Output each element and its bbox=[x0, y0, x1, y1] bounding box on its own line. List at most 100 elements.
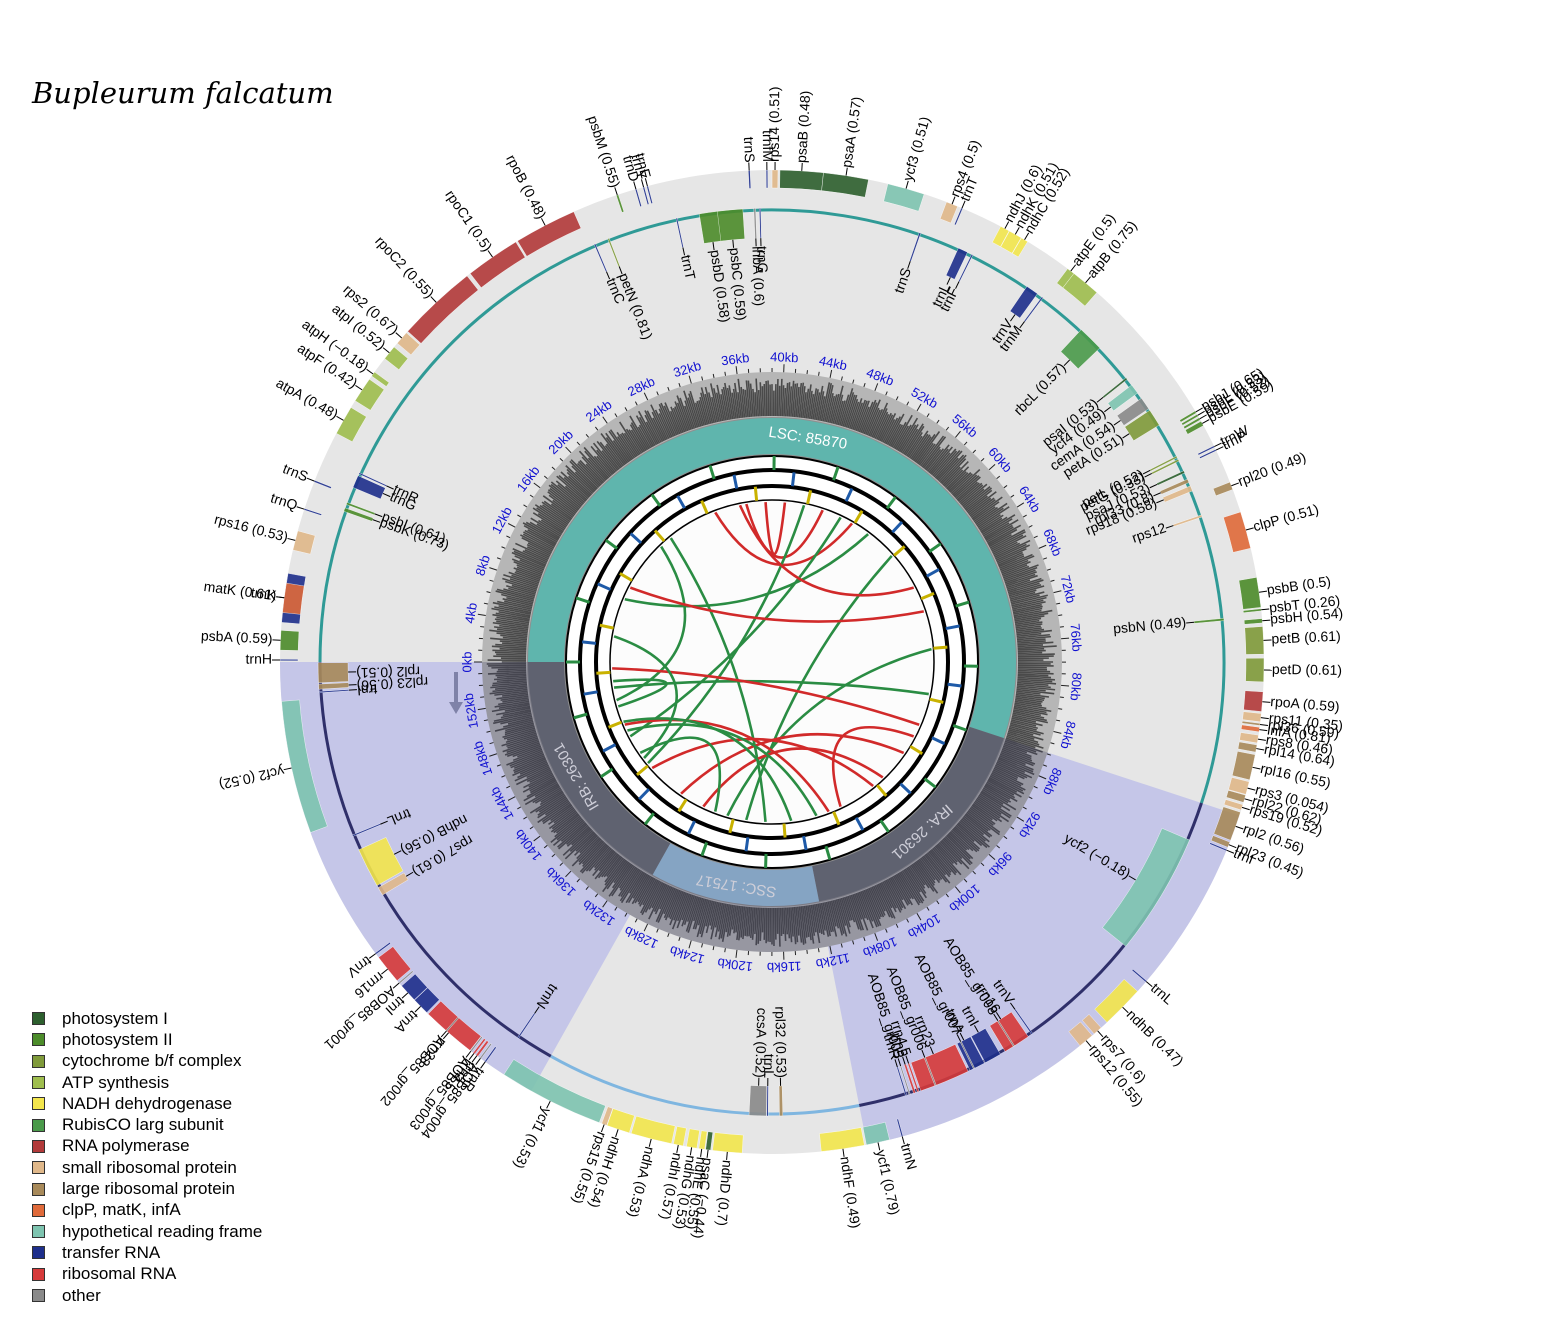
kb-tick bbox=[483, 602, 488, 605]
gene-trnN bbox=[517, 1012, 536, 1039]
gene-ycf3 bbox=[883, 183, 925, 212]
kb-label: 72kb bbox=[1058, 574, 1079, 605]
gene-petD bbox=[1245, 657, 1265, 683]
kb-tick bbox=[988, 853, 996, 861]
gene-label: ycf3 (0.51) bbox=[899, 115, 932, 183]
repeat-link-forward bbox=[613, 635, 679, 759]
kb-tick bbox=[1053, 590, 1062, 594]
gene-rpl14 bbox=[1237, 741, 1258, 753]
gene-label-leader bbox=[951, 196, 956, 205]
kb-label: 8kb bbox=[472, 553, 493, 578]
kb-tick bbox=[483, 719, 488, 722]
gene-label-leader bbox=[1202, 419, 1210, 424]
legend-label: photosystem II bbox=[62, 1029, 173, 1049]
repeat-link-forward bbox=[624, 533, 870, 608]
legend-item: photosystem II bbox=[32, 1029, 262, 1050]
gene-rps12 bbox=[1172, 514, 1203, 527]
legend-label: ATP synthesis bbox=[62, 1072, 170, 1092]
gene-label: trnS bbox=[281, 460, 311, 484]
gene-label: trnY bbox=[628, 152, 650, 182]
legend-item: NADH dehydrogenase bbox=[32, 1093, 262, 1114]
gene-rpl16 bbox=[1231, 751, 1256, 781]
gene-label-leader bbox=[955, 281, 960, 289]
gene-petG bbox=[1151, 458, 1180, 475]
kb-tick bbox=[988, 464, 996, 471]
gene-psbK bbox=[343, 507, 374, 522]
repeat-mark bbox=[806, 489, 813, 505]
gene-label: psbN (0.49) bbox=[1112, 614, 1186, 637]
repeat-ring-3 bbox=[594, 484, 950, 840]
repeat-mark bbox=[926, 568, 940, 578]
gene-label-leader bbox=[1014, 227, 1020, 235]
repeat-mark bbox=[844, 487, 854, 502]
gene-label-leader bbox=[1153, 492, 1161, 497]
gene-rps11 bbox=[1242, 711, 1262, 723]
gene-trnS bbox=[748, 170, 752, 189]
kb-tick bbox=[701, 376, 704, 381]
gene-label: ycf1 (0.53) bbox=[511, 1105, 555, 1171]
kb-label: 152kb bbox=[461, 692, 481, 729]
repeat-mark bbox=[832, 811, 841, 826]
gene-ycf2 bbox=[281, 699, 328, 833]
repeat-mark bbox=[708, 465, 716, 480]
repeat-mark bbox=[952, 724, 967, 732]
repeat-mark bbox=[728, 818, 735, 834]
repeat-mark bbox=[650, 493, 662, 507]
gene-label: atpA (0.48) bbox=[274, 375, 342, 423]
kb-tick bbox=[945, 893, 949, 898]
gene-rrn5 bbox=[903, 1063, 916, 1094]
gene-label-leader bbox=[374, 513, 383, 518]
repeat-link-forward bbox=[616, 545, 687, 702]
gene-label-leader bbox=[1226, 849, 1235, 854]
repeat-mark bbox=[596, 670, 611, 675]
kb-tick bbox=[643, 923, 649, 932]
gene-label-leader bbox=[842, 1148, 845, 1157]
gene-label-leader bbox=[1122, 1006, 1129, 1014]
gene-label-leader bbox=[961, 200, 966, 209]
gene-label-leader bbox=[1165, 525, 1174, 529]
repeat-mark bbox=[638, 788, 650, 801]
gene-label-leader bbox=[905, 180, 909, 189]
gene-label-leader bbox=[368, 953, 377, 959]
gene-label-leader bbox=[1258, 590, 1268, 593]
repeat-mark bbox=[929, 697, 944, 704]
gene-ycf1 bbox=[862, 1122, 890, 1146]
gene-label-leader bbox=[405, 871, 414, 877]
gene-label-leader bbox=[392, 982, 400, 989]
kb-tick bbox=[594, 893, 599, 898]
gene-label-leader bbox=[348, 689, 357, 691]
repeat-mark bbox=[885, 496, 897, 510]
kb-tick bbox=[489, 753, 498, 757]
gene-label: ndhF (0.49) bbox=[837, 1155, 863, 1229]
gene-ndhA bbox=[630, 1115, 676, 1144]
gene-label: trnL bbox=[1148, 980, 1177, 1008]
gene-label-leader bbox=[1186, 621, 1195, 624]
gene-AOB85_gr008 bbox=[997, 1020, 1015, 1047]
kb-tick bbox=[1050, 579, 1055, 582]
gene-label-leader bbox=[1156, 499, 1164, 504]
kb-tick bbox=[614, 906, 618, 911]
gene-label-leader bbox=[382, 492, 391, 498]
kb-tick bbox=[517, 806, 522, 810]
kb-tick bbox=[477, 707, 486, 711]
gene-label-leader bbox=[600, 1124, 605, 1133]
kb-tick bbox=[874, 383, 879, 392]
legend-item: RubisCO larg subunit bbox=[32, 1114, 262, 1135]
kb-tick bbox=[529, 494, 534, 498]
gene-label-leader bbox=[615, 1129, 619, 1138]
gene-petB bbox=[1244, 626, 1265, 655]
gene-rpl32 bbox=[778, 1085, 784, 1117]
repeat-link-forward bbox=[745, 555, 893, 821]
gene-label-leader bbox=[644, 178, 648, 187]
gene-label-leader bbox=[1262, 619, 1271, 622]
gene-ndhJ bbox=[992, 226, 1010, 247]
gene-label-leader bbox=[1063, 359, 1070, 367]
gene-label-leader bbox=[395, 332, 403, 339]
gene-label-leader bbox=[640, 179, 645, 188]
gene-label-leader bbox=[381, 968, 388, 975]
repeat-track bbox=[449, 455, 979, 869]
gene-infA bbox=[1240, 724, 1260, 733]
kb-tick bbox=[724, 371, 727, 376]
kb-tick bbox=[895, 396, 899, 401]
